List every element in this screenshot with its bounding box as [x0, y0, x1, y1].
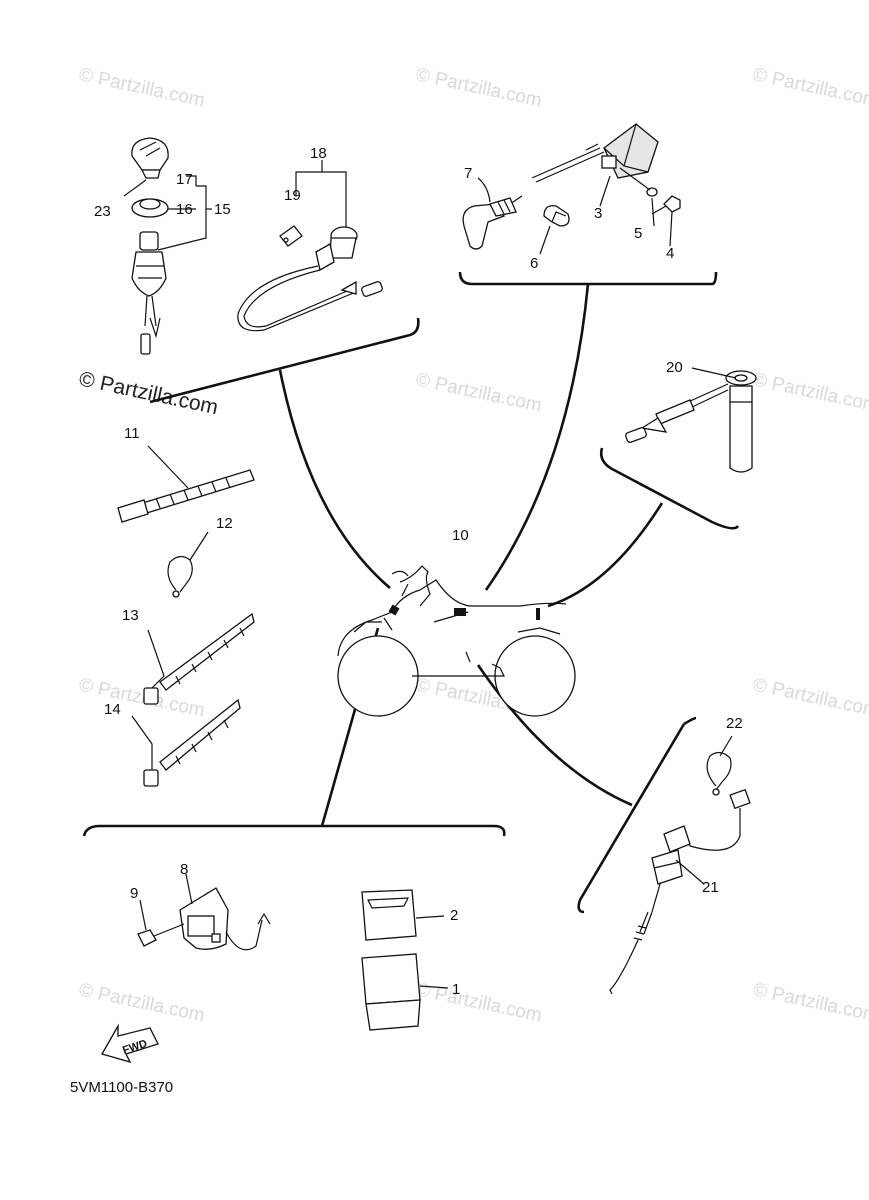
watermark: © Partzilla.com: [751, 979, 869, 1026]
group-divider-top-center: [458, 271, 718, 286]
watermark-feature: © Partzilla.com: [77, 367, 220, 419]
callout-15: 15: [214, 201, 231, 218]
callout-18: 18: [310, 145, 327, 162]
watermark: © Partzilla.com: [77, 674, 207, 721]
callout-7: 7: [464, 165, 472, 182]
callout-5: 5: [634, 225, 642, 242]
watermark: © Partzilla.com: [414, 64, 544, 111]
callout-10: 10: [452, 527, 469, 544]
callout-20: 20: [666, 359, 683, 376]
callout-13: 13: [122, 607, 139, 624]
diagram-code: 5VM1100-B370: [70, 1079, 173, 1096]
callout-14: 14: [104, 701, 121, 718]
group-divider-top-left: [149, 317, 420, 404]
group-outlines: [82, 271, 740, 914]
callout-12: 12: [216, 515, 233, 532]
part-group-bands: [117, 445, 255, 787]
watermark: © Partzilla.com: [751, 369, 869, 416]
watermark: © Partzilla.com: [77, 64, 207, 111]
callout-8: 8: [180, 861, 188, 878]
leader-top-left: [278, 369, 391, 589]
callout-4: 4: [666, 245, 674, 262]
part-group-relays: [137, 873, 449, 1031]
callout-17: 17: [176, 171, 193, 188]
callout-16: 16: [176, 201, 193, 218]
leader-right: [547, 502, 664, 608]
watermark: © Partzilla.com: [77, 979, 207, 1026]
callout-11: 11: [124, 425, 140, 442]
callout-9: 9: [130, 885, 138, 902]
callout-19: 19: [284, 187, 301, 204]
leader-right-lower: [476, 664, 633, 807]
leader-top-center: [484, 283, 590, 591]
callout-2: 2: [450, 907, 458, 924]
callout-22: 22: [726, 715, 743, 732]
group-divider-right-lower: [577, 716, 697, 914]
watermark: © Partzilla.com: [414, 369, 544, 416]
part-group-coil: [462, 123, 681, 255]
watermark: © Partzilla.com: [751, 674, 869, 721]
callout-21: 21: [702, 879, 719, 896]
part-group-ignition: [123, 137, 212, 355]
callout-labels: 1 2 3 4 5 6 7 8 9 10 11 12 13 14 15 16 1…: [94, 145, 743, 998]
callout-6: 6: [530, 255, 538, 272]
vehicle-silhouette: [337, 565, 576, 717]
part-group-sensor-20: [625, 367, 757, 473]
callout-23: 23: [94, 203, 111, 220]
part-group-sender-21: [609, 735, 751, 995]
fwd-arrow-icon: FWD: [101, 1023, 159, 1064]
group-divider-right: [599, 447, 740, 530]
callout-3: 3: [594, 205, 602, 222]
callout-1: 1: [452, 981, 460, 998]
part-group-sensor-18: [237, 160, 383, 332]
group-divider-bottom: [82, 824, 506, 837]
watermark: © Partzilla.com: [751, 64, 869, 111]
